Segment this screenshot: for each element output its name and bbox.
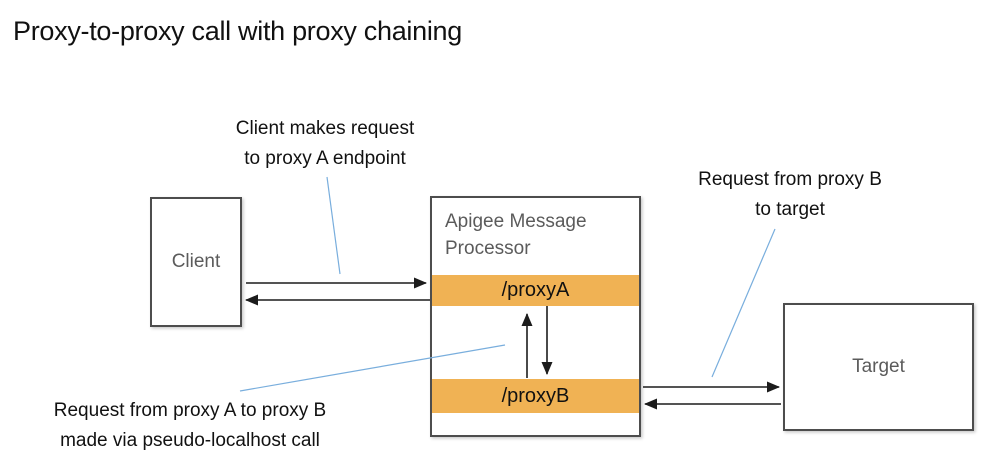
annotation-pseudo-localhost-line1: Request from proxy A to proxy B xyxy=(53,400,327,421)
proxy-a-label: /proxyA xyxy=(501,279,570,301)
message-processor-label: Apigee Message Processor xyxy=(445,211,587,259)
diagram-title: Proxy-to-proxy call with proxy chaining xyxy=(13,16,462,46)
client-node-label: Client xyxy=(171,251,221,272)
callout-line-proxy-b-to-target xyxy=(711,228,776,378)
target-node: Target xyxy=(783,303,974,431)
annotation-proxy-b-to-target: Request from proxy B to target xyxy=(665,165,915,225)
target-node-label: Target xyxy=(852,356,905,377)
client-node: Client xyxy=(150,197,242,327)
annotation-proxy-b-to-target-line2: to target xyxy=(755,199,825,220)
proxy-a-bar: /proxyA xyxy=(432,275,639,306)
annotation-pseudo-localhost: Request from proxy A to proxy B made via… xyxy=(5,396,375,456)
callout-line-client-request xyxy=(326,176,341,275)
annotation-pseudo-localhost-line2: made via pseudo-localhost call xyxy=(60,430,320,451)
proxy-b-bar: /proxyB xyxy=(432,379,639,413)
annotation-client-request-line2: to proxy A endpoint xyxy=(244,148,406,169)
annotation-client-request: Client makes request to proxy A endpoint xyxy=(195,114,455,174)
annotation-proxy-b-to-target-line1: Request from proxy B xyxy=(698,169,882,190)
proxy-b-label: /proxyB xyxy=(501,384,570,407)
annotation-client-request-line1: Client makes request xyxy=(235,118,415,139)
message-processor-node: Apigee Message Processor /proxyA /proxyB xyxy=(430,196,641,437)
